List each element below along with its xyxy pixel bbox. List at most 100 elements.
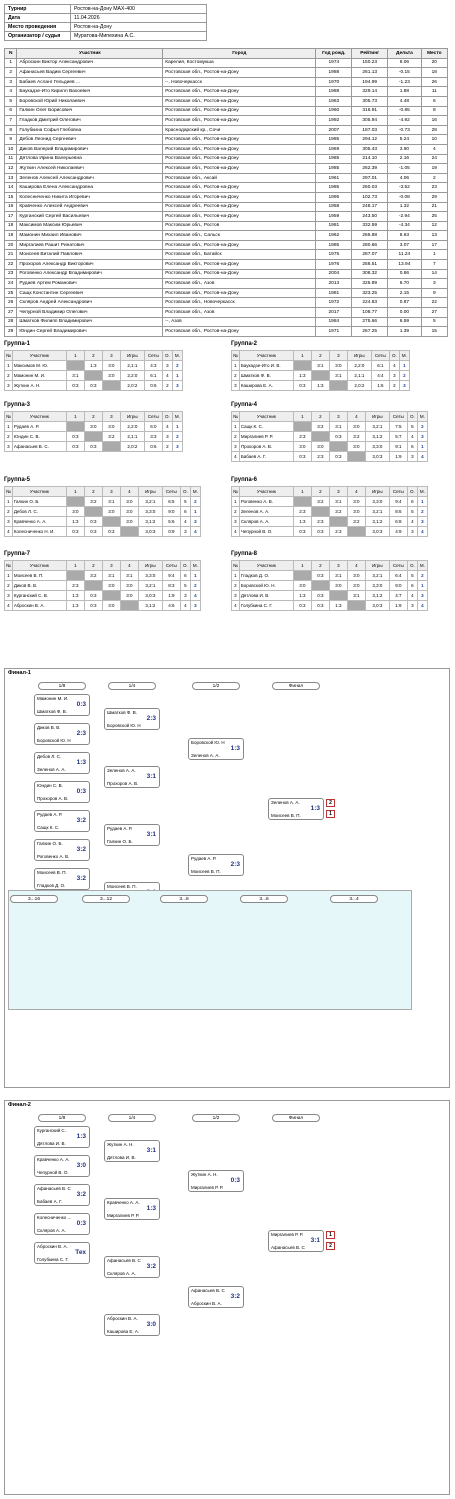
match-player-b: Боровской Ю. Н. xyxy=(107,723,141,728)
group-header-cell: 1 xyxy=(292,486,312,497)
match-player-b: Прохоров А. В. xyxy=(37,796,69,801)
group-header-cell: Сеты xyxy=(143,350,163,361)
match-round-1-8[interactable]: Мамонин М. И.Шматков Ф. В.0:3 xyxy=(34,694,90,716)
group-score-cell: 3:2 xyxy=(101,431,121,442)
group-header-cell: № xyxy=(231,350,240,361)
group-header-cell: 4 xyxy=(119,486,139,497)
group-header-cell: 1 xyxy=(65,411,85,422)
match-round-1-8[interactable]: Моисеев В. П.Гладков Д. О.3:2 xyxy=(34,868,90,890)
group-sets: 6:1 xyxy=(370,360,390,371)
player-cell: Галкин Олег Борисович xyxy=(16,105,164,117)
player-cell: Ростовская обл., Сальск xyxy=(162,230,317,241)
match-score: 1:3 xyxy=(230,745,240,752)
players-header-cell: Место xyxy=(420,48,449,59)
match-semifinal[interactable]: Жуткин А. Н.Миргалиев Р. Р.0:3 xyxy=(188,1170,244,1192)
group-header-cell: О. xyxy=(406,486,418,497)
group-score-cell xyxy=(65,496,85,507)
round-header: 3...6 xyxy=(240,895,288,903)
group-header-cell: Игры xyxy=(364,411,390,422)
group-score-cell: 1:3 xyxy=(292,590,312,601)
match-round-1-8[interactable]: Диков В. В.Боровской Ю. Н.2:3 xyxy=(34,723,90,745)
match-semifinal[interactable]: Боровской Ю. Н.Зеленов А. А.1:3 xyxy=(188,738,244,760)
player-cell: 1963 xyxy=(315,95,353,107)
group-points: 6 xyxy=(406,496,418,507)
round-header: Финал xyxy=(272,1114,320,1122)
match-round-1-4[interactable]: Кравченко А. А.Миргалиев Р. Р.1:3 xyxy=(104,1198,160,1220)
match-round-1-4[interactable]: Аброскин В. А.Каширова Е. А.3:0 xyxy=(104,1314,160,1336)
match-round-1-4[interactable]: Афанасьев В. С.Скляров А. А.3:2 xyxy=(104,1256,160,1278)
match-score: 2:3 xyxy=(230,861,240,868)
player-cell: 16 xyxy=(420,115,449,126)
group-score-cell xyxy=(292,496,312,507)
player-cell: 22 xyxy=(420,297,449,309)
match-round-1-4[interactable]: Шматков Ф. В.Боровской Ю. Н.2:3 xyxy=(104,708,160,730)
group-header-cell: Участник xyxy=(238,350,294,361)
match-score: 2:3 xyxy=(146,715,156,722)
group-score-cell xyxy=(83,431,103,442)
player-cell: 14 xyxy=(420,268,449,280)
group-sets: 1:6 xyxy=(370,380,390,391)
group-games: 3,2:1 xyxy=(364,506,390,517)
group-header-cell: № xyxy=(231,411,240,422)
group-score-cell: 0:3 xyxy=(292,600,312,611)
match-round-1-8[interactable]: Галкин О. Б.Роговенко А. В.3:2 xyxy=(34,839,90,861)
match-round-1-4[interactable]: Зеленов А. А.Прохоров А. В.3:1 xyxy=(104,766,160,788)
match-round-1-8[interactable]: Юндин С. В.Прохоров А. В.0:3 xyxy=(34,781,90,803)
player-cell: 297.01 xyxy=(351,172,389,184)
player-cell: 22 xyxy=(3,259,18,270)
group-points: 6 xyxy=(406,441,418,452)
match-semifinal[interactable]: Рудаев А. Р.Моисеев В. П.2:3 xyxy=(188,854,244,876)
player-cell: 20 xyxy=(420,57,449,69)
player-cell: 214.10 xyxy=(351,153,389,165)
player-cell: Ростовская обл., Ростов-на-Дону xyxy=(162,191,317,203)
player-cell: 25 xyxy=(420,211,449,222)
match-round-1-8[interactable]: Афанасьев В. С.Бабаев А. Г.3:2 xyxy=(34,1184,90,1206)
player-cell: Ростовская обл., Ростов-на-Дону xyxy=(162,86,317,97)
match-round-1-8[interactable]: Дебов Л. С.Зеленов А. А.1:3 xyxy=(34,752,90,774)
match-round-1-8[interactable]: Рудаев А. Р.Сащк К. С.3:2 xyxy=(34,810,90,832)
match-score: 3:2 xyxy=(76,875,86,882)
match-round-1-8[interactable]: Курганский С.Дятлова И. В.1:3 xyxy=(34,1126,90,1148)
player-cell: 1985 xyxy=(315,134,353,145)
match-round-1-4[interactable]: Рудаев А. Р.Галкин О. Б.3:1 xyxy=(104,824,160,846)
group-row-num: 2 xyxy=(231,431,240,442)
round-header: 1/8 xyxy=(38,682,86,690)
player-cell: 17 xyxy=(3,211,18,222)
group-score-cell: 0:3 xyxy=(65,380,85,391)
player-cell: --, Азов xyxy=(162,316,317,328)
player-cell: 1984 xyxy=(315,316,353,328)
match-round-1-8[interactable]: Колесниченко ...Скляров А. А.0:3 xyxy=(34,1213,90,1235)
match-player-a: Рудаев А. Р. xyxy=(107,826,133,831)
group-row-num: 1 xyxy=(231,421,240,432)
group-score-cell: 3:1 xyxy=(328,570,348,581)
player-cell: Ростовская обл., Ростов-на-Дону xyxy=(162,182,317,193)
player-cell: 12 xyxy=(3,163,18,174)
match-player-a: Диков В. В. xyxy=(37,725,61,730)
player-cell: -3.52 xyxy=(387,182,422,193)
round-header: 1/8 xyxy=(38,1114,86,1122)
match-final[interactable]: Миргалиев Р. Р.Афанасьев В. С.3:1 xyxy=(268,1230,324,1252)
match-round-1-8[interactable]: Аброскин В. А.Голубкина С. Г.Тех xyxy=(34,1242,90,1264)
group-header-cell: Участник xyxy=(11,350,67,361)
match-round-1-8[interactable]: Кравченко А. А.Чепурной В. О.3:0 xyxy=(34,1155,90,1177)
player-cell: Ростовская обл., Ростов xyxy=(162,220,317,232)
match-player-a: Мамонин М. И. xyxy=(37,696,69,701)
group-header-cell: Участник xyxy=(11,486,67,497)
match-semifinal[interactable]: Афанасьев В. С.Аброскин В. А.3:2 xyxy=(188,1286,244,1308)
group-games: 2,2:0 xyxy=(346,360,372,371)
match-player-a: Афанасьев В. С. xyxy=(37,1186,71,1191)
player-cell: 2004 xyxy=(315,268,353,280)
match-final[interactable]: Зеленов А. А.Моисеев В. П.1:3 xyxy=(268,798,324,820)
group-sets: 6:5 xyxy=(161,496,181,507)
group-header-cell: № xyxy=(4,411,13,422)
match-round-1-4[interactable]: Жуткин А. Н.Дятлова И. В.3:1 xyxy=(104,1140,160,1162)
group-score-cell xyxy=(310,506,330,517)
